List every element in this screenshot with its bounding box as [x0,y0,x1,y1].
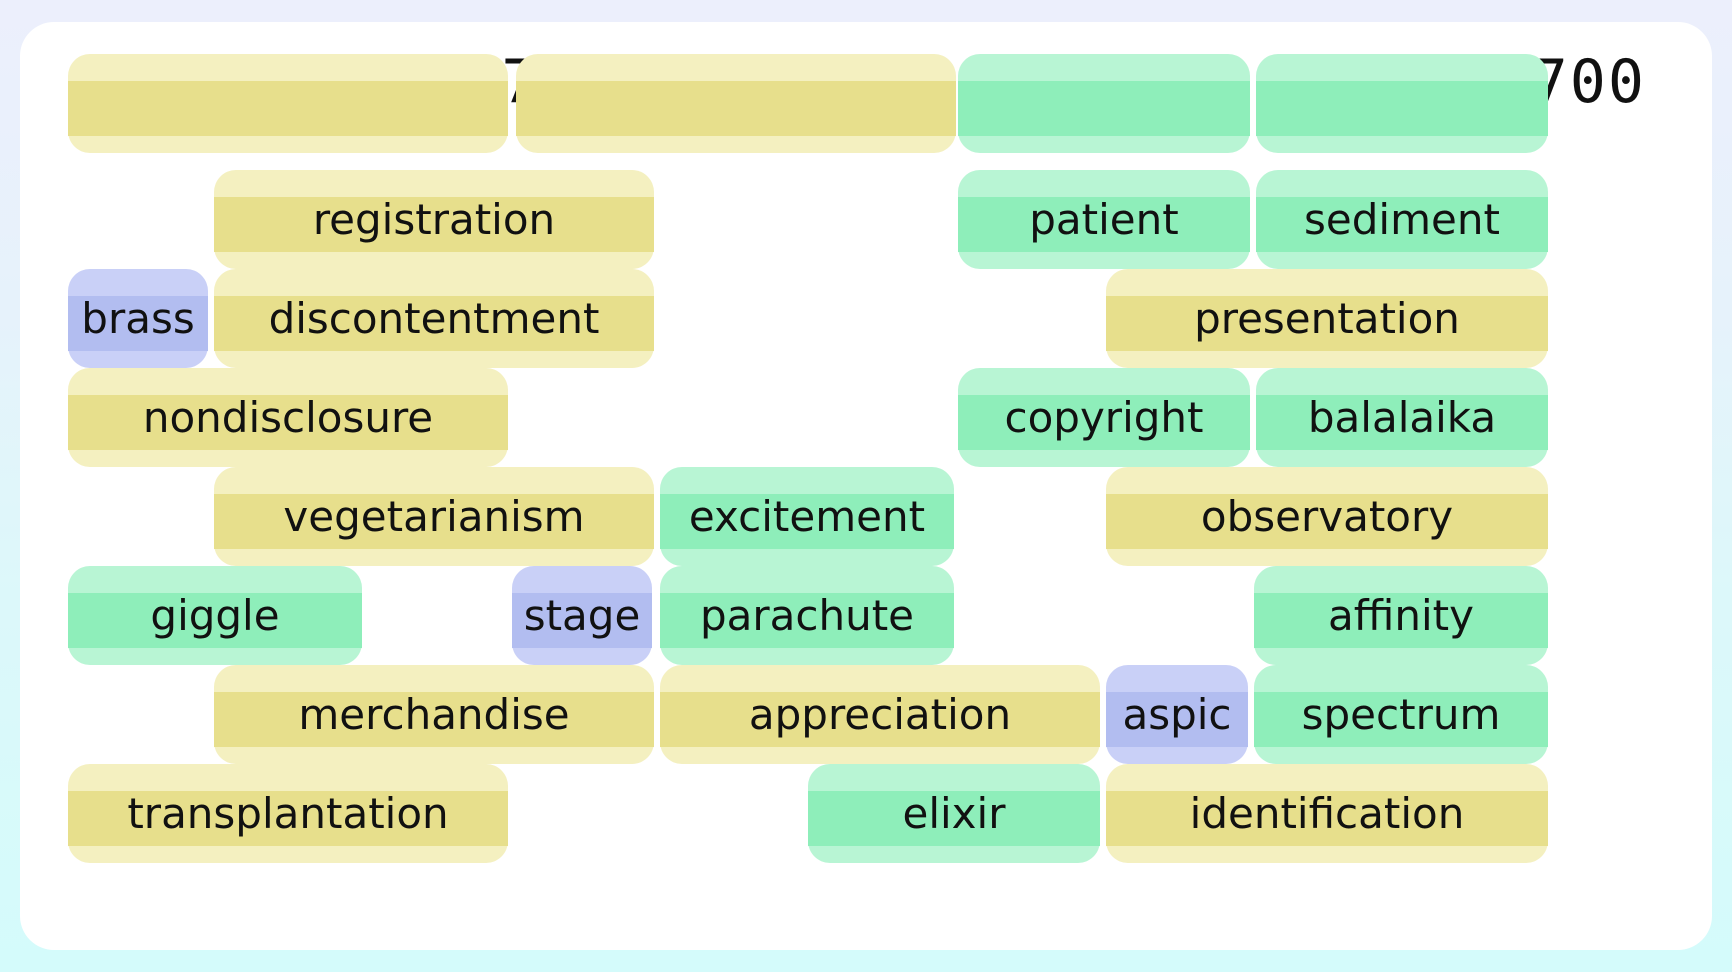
word-pill-band [68,395,508,450]
word-pill-label: excitement [688,491,926,541]
word-pill-label: nondisclosure [142,392,434,442]
word-pill-band [808,791,1100,846]
word-pill[interactable]: elixir [808,764,1100,863]
word-pill-band [1256,197,1548,252]
word-pill-band [1106,692,1248,747]
word-pill-band [214,296,654,351]
word-pill[interactable]: brass [68,269,208,368]
word-pill-label: aspic [1122,689,1232,739]
word-pill-clipped[interactable] [958,54,1250,153]
word-pill[interactable]: copyright [958,368,1250,467]
word-pill-clipped[interactable] [516,54,956,153]
game-card: 04:17:404 020700 registrationpatientsedi… [20,22,1712,950]
word-row: giggle stage parachute affinity [20,566,1712,665]
word-pill-band [660,494,954,549]
word-row: transplantation elixir identification [20,764,1712,863]
word-pill-band [1254,593,1548,648]
word-pill[interactable]: aspic [1106,665,1248,764]
word-pill[interactable]: merchandise [214,665,654,764]
word-pill[interactable]: registration [214,170,654,269]
word-pill[interactable]: stage [512,566,652,665]
word-row: vegetarianism excitement observatory [20,467,1712,566]
word-pill-label: sediment [1304,194,1500,244]
word-pill[interactable]: sediment [1256,170,1548,269]
word-pill-label: spectrum [1301,689,1501,739]
word-pill-band [68,296,208,351]
word-pill-band [68,791,508,846]
word-pill-clipped[interactable] [1256,54,1548,153]
word-pill-band [214,692,654,747]
word-pill[interactable]: nondisclosure [68,368,508,467]
word-pill-band [660,593,954,648]
word-pill-band [1106,296,1548,351]
word-pill[interactable]: transplantation [68,764,508,863]
word-pill-label: vegetarianism [283,491,585,541]
word-row: brass discontentment presentation [20,269,1712,368]
word-row: merchandise appreciation aspic spectrum [20,665,1712,764]
word-pill-label: affinity [1328,590,1474,640]
word-pill-label: brass [81,293,195,343]
word-pill[interactable]: affinity [1254,566,1548,665]
word-pill[interactable]: vegetarianism [214,467,654,566]
word-pill-label: presentation [1194,293,1460,343]
word-pill-band [660,692,1100,747]
word-pill-band [1106,494,1548,549]
word-pill-label: balalaika [1307,392,1497,442]
word-pill[interactable]: presentation [1106,269,1548,368]
word-pill[interactable]: discontentment [214,269,654,368]
word-row: registration patient sediment [20,170,1712,269]
word-pill-label: appreciation [748,689,1012,739]
word-pill-label: parachute [699,590,915,640]
word-pill-band [958,81,1250,136]
word-pill-label: merchandise [298,689,570,739]
word-pill[interactable]: patient [958,170,1250,269]
word-pill-label: discontentment [268,293,600,343]
word-pill-band [516,81,956,136]
word-field: registration patient sediment brass disconte… [20,54,1712,950]
word-pill-label: elixir [902,788,1006,838]
word-pill-band [214,197,654,252]
word-pill[interactable]: identification [1106,764,1548,863]
word-pill-label: giggle [150,590,280,640]
word-pill-band [1254,692,1548,747]
word-pill[interactable]: spectrum [1254,665,1548,764]
word-row: nondisclosure copyright balalaika [20,368,1712,467]
word-pill-band [68,593,362,648]
word-pill-band [1106,791,1548,846]
word-pill-band [68,81,508,136]
word-pill-band [958,395,1250,450]
word-pill[interactable]: giggle [68,566,362,665]
word-pill-label: stage [523,590,641,640]
word-pill-label: observatory [1200,491,1454,541]
word-pill[interactable]: excitement [660,467,954,566]
word-pill-label: patient [1029,194,1179,244]
word-pill-band [214,494,654,549]
word-pill-band [1256,81,1548,136]
word-pill-band [512,593,652,648]
word-pill-label: registration [312,194,556,244]
word-pill-label: transplantation [127,788,449,838]
word-pill-band [1256,395,1548,450]
word-pill[interactable]: observatory [1106,467,1548,566]
word-pill-label: identification [1189,788,1465,838]
word-pill[interactable]: balalaika [1256,368,1548,467]
word-pill-clipped[interactable] [68,54,508,153]
word-row [20,54,1712,153]
word-pill-label: copyright [1004,392,1204,442]
word-pill[interactable]: parachute [660,566,954,665]
word-pill-band [958,197,1250,252]
word-pill[interactable]: appreciation [660,665,1100,764]
